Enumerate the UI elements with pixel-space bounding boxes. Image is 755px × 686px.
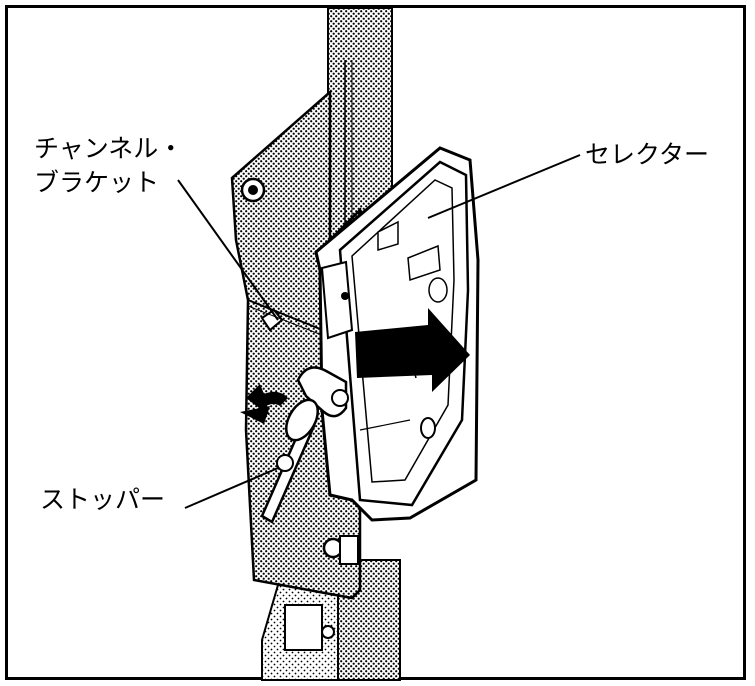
channel-bracket-label-line2: ブラケット xyxy=(34,168,160,197)
lower-bracket xyxy=(261,584,339,681)
channel-bracket-label-line1: チャンネル・ xyxy=(34,134,184,163)
stopper xyxy=(240,366,349,524)
leader-lines xyxy=(177,154,581,509)
stopper-label: ストッパー xyxy=(40,485,166,514)
selector-label: セレクター xyxy=(585,140,710,169)
pull-direction-arrow xyxy=(355,308,470,392)
